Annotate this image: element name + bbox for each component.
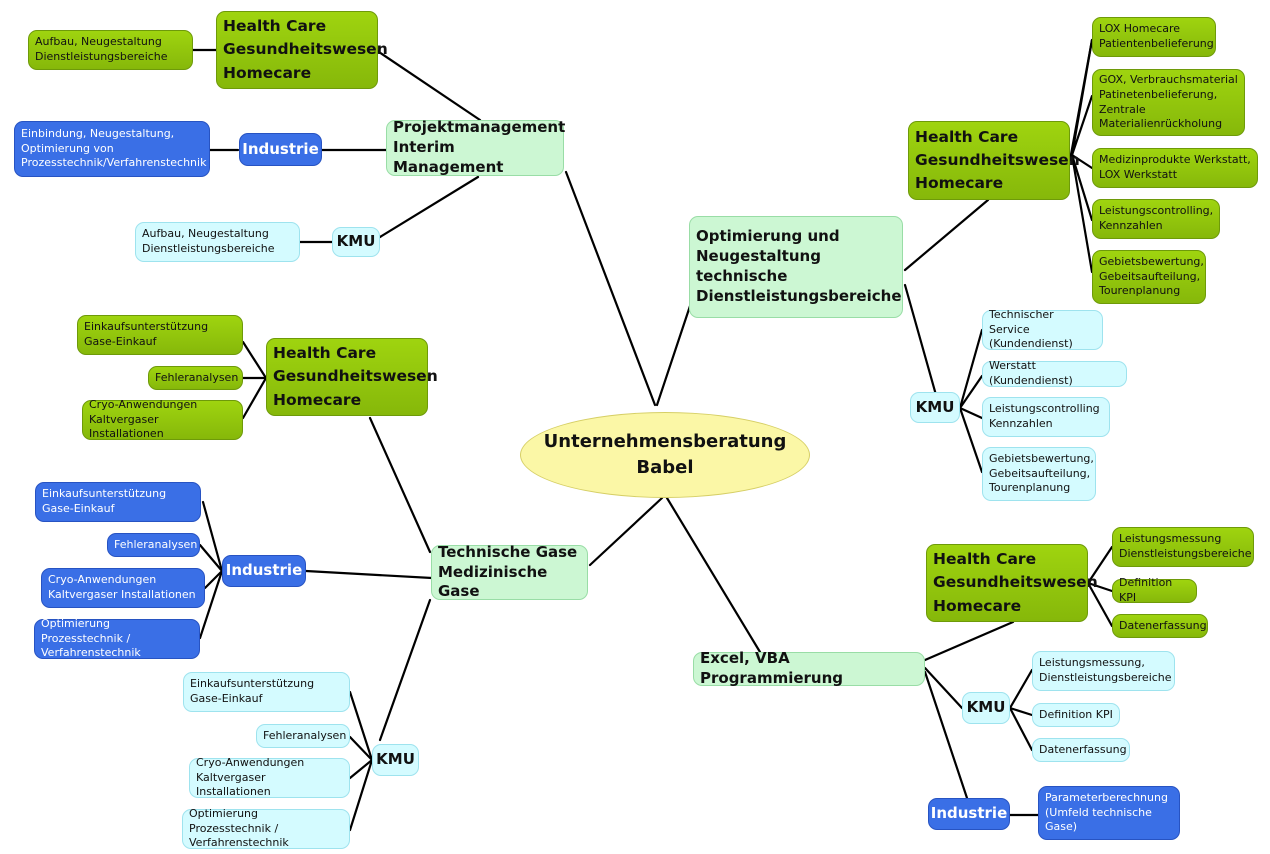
excel-health-item[interactable]: Leistungsmessung Dienstleistungsbereiche	[1112, 527, 1254, 567]
gase-industrie-item[interactable]: Cryo-Anwendungen Kaltvergaser Installati…	[41, 568, 205, 608]
excel-health-care-node[interactable]: Health Care Gesundheitswesen Homecare	[926, 544, 1098, 622]
gase-kmu-item[interactable]: Cryo-Anwendungen Kaltvergaser Installati…	[189, 756, 350, 798]
gase-industrie-node[interactable]: Industrie	[222, 555, 306, 587]
gase-health-item[interactable]: Cryo-Anwendungen Kaltvergaser Installati…	[82, 398, 243, 440]
gase-health-care-node[interactable]: Health Care Gesundheitswesen Homecare	[266, 338, 438, 416]
optimierung-kmu-item[interactable]: Leistungscontrolling Kennzahlen	[982, 397, 1110, 437]
gase-industrie-item[interactable]: Fehleranalysen	[107, 533, 200, 557]
optimierung-health-item[interactable]: Medizinprodukte Werkstatt, LOX Werkstatt	[1092, 148, 1258, 188]
optimierung-health-item[interactable]: Leistungscontrolling, Kennzahlen	[1092, 199, 1220, 239]
gase-industrie-item[interactable]: Optimierung Prozesstechnik / Verfahrenst…	[34, 617, 200, 659]
projekt-kmu-item[interactable]: Aufbau, Neugestaltung Dienstleistungsber…	[135, 222, 300, 262]
branch-projektmanagement[interactable]: Projektmanagement Interim Management	[386, 118, 565, 176]
excel-kmu-item[interactable]: Leistungsmessung, Dienstleistungsbereich…	[1032, 651, 1175, 691]
optimierung-kmu-item[interactable]: Werstatt (Kundendienst)	[982, 359, 1127, 387]
projekt-industrie-item[interactable]: Einbindung, Neugestaltung, Optimierung v…	[14, 121, 210, 177]
excel-kmu-node[interactable]: KMU	[962, 692, 1010, 724]
excel-kmu-item[interactable]: Definition KPI	[1032, 703, 1120, 727]
gase-kmu-item[interactable]: Einkaufsunterstützung Gase-Einkauf	[183, 672, 350, 712]
gase-kmu-node[interactable]: KMU	[372, 744, 419, 776]
optimierung-health-item[interactable]: GOX, Verbrauchsmaterial Patinetenbeliefe…	[1092, 69, 1245, 136]
branch-technische-gase[interactable]: Technische Gase Medizinische Gase	[431, 543, 588, 600]
excel-industrie-node[interactable]: Industrie	[928, 798, 1010, 830]
gase-industrie-item[interactable]: Einkaufsunterstützung Gase-Einkauf	[35, 482, 201, 522]
optimierung-health-item[interactable]: LOX Homecare Patientenbelieferung	[1092, 17, 1216, 57]
excel-kmu-item[interactable]: Datenerfassung	[1032, 738, 1130, 762]
gase-kmu-item[interactable]: Optimierung Prozesstechnik / Verfahrenst…	[182, 807, 350, 849]
central-topic[interactable]: Unternehmensberatung Babel	[520, 412, 810, 498]
projekt-industrie-node[interactable]: Industrie	[239, 133, 322, 166]
projekt-kmu-node[interactable]: KMU	[332, 227, 380, 257]
optimierung-kmu-item[interactable]: Technischer Service (Kundendienst)	[982, 308, 1103, 350]
optimierung-kmu-node[interactable]: KMU	[910, 392, 960, 423]
optimierung-health-care-node[interactable]: Health Care Gesundheitswesen Homecare	[908, 121, 1080, 200]
gase-health-item[interactable]: Fehleranalysen	[148, 366, 243, 390]
excel-health-item[interactable]: Definition KPI	[1112, 576, 1197, 604]
projekt-health-care-node[interactable]: Health Care Gesundheitswesen Homecare	[216, 11, 388, 89]
gase-health-item[interactable]: Einkaufsunterstützung Gase-Einkauf	[77, 315, 243, 355]
branch-optimierung[interactable]: Optimierung und Neugestaltung technische…	[689, 216, 903, 318]
gase-kmu-item[interactable]: Fehleranalysen	[256, 724, 350, 748]
excel-health-item[interactable]: Datenerfassung	[1112, 614, 1208, 638]
excel-industrie-item[interactable]: Parameterberechnung (Umfeld technische G…	[1038, 786, 1180, 840]
branch-excel-vba[interactable]: Excel, VBA Programmierung	[693, 649, 925, 687]
optimierung-health-item[interactable]: Gebietsbewertung, Gebeitsaufteilung, Tou…	[1092, 250, 1206, 304]
projekt-health-care-item[interactable]: Aufbau, Neugestaltung Dienstleistungsber…	[28, 30, 193, 70]
optimierung-kmu-item[interactable]: Gebietsbewertung, Gebeitsaufteilung, Tou…	[982, 447, 1096, 501]
